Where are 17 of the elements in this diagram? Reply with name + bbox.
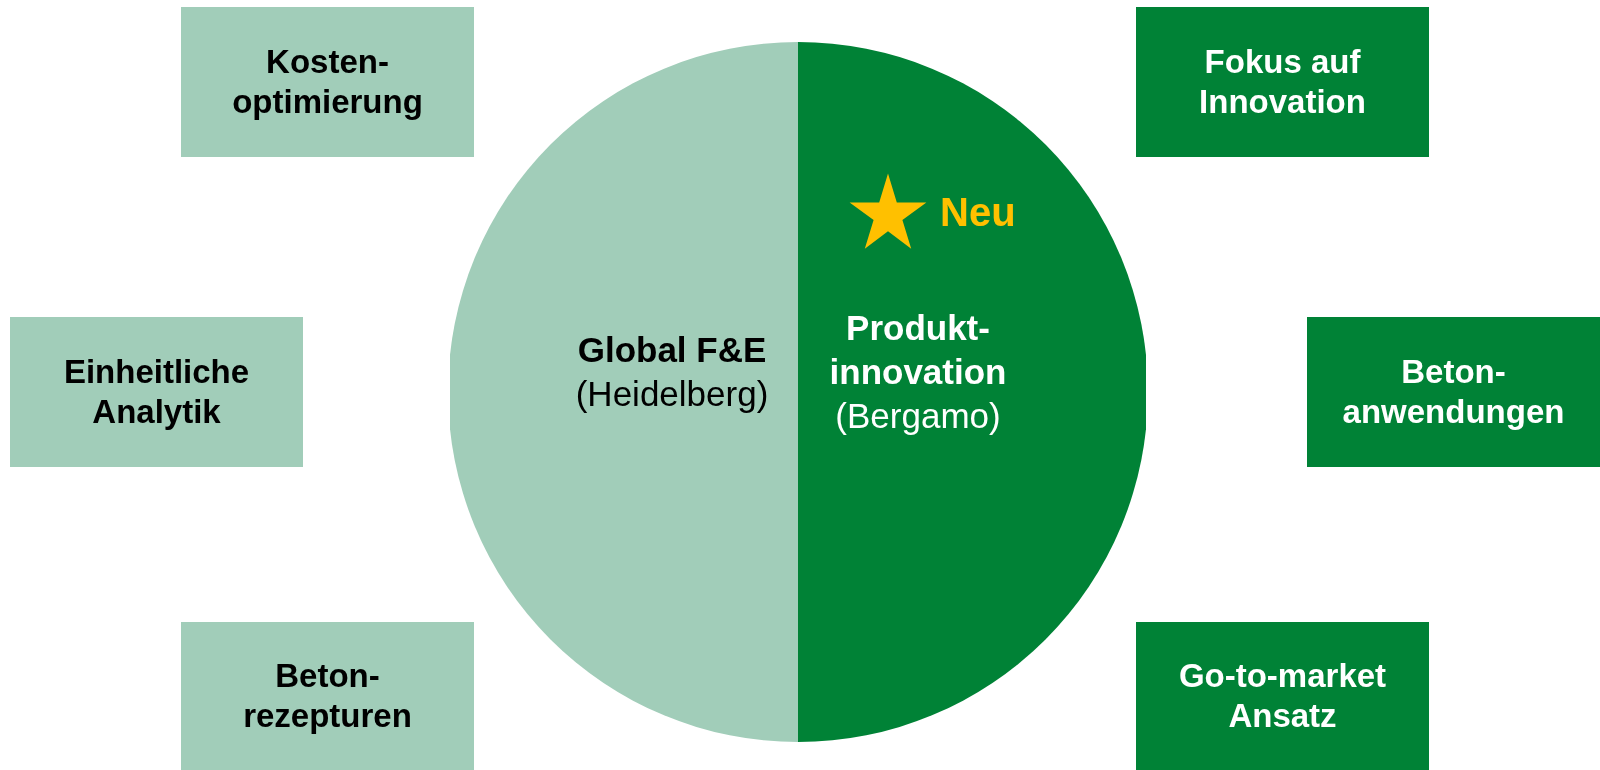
unit-label: Global F&E (577, 329, 767, 371)
new-tag: Neu (940, 192, 1016, 232)
topic-box (1307, 317, 1600, 467)
box-label: Kosten- optimierung (231, 42, 424, 122)
location-label: (Bergamo) (835, 395, 1001, 437)
unit-label: Produkt- innovation (828, 307, 1008, 393)
topic-box (181, 7, 474, 157)
topic-box (10, 317, 303, 467)
box-label: Fokus auf Innovation (1198, 42, 1367, 122)
box-label: Go-to-market Ansatz (1177, 656, 1388, 736)
topic-box (1136, 622, 1429, 770)
topic-box (181, 622, 474, 770)
box-label: Beton- anwendungen (1341, 352, 1566, 432)
topic-box (1136, 7, 1429, 157)
box-label: Einheitliche Analytik (62, 352, 251, 432)
box-label: Beton- rezepturen (242, 656, 413, 736)
location-label: (Heidelberg) (575, 373, 769, 415)
